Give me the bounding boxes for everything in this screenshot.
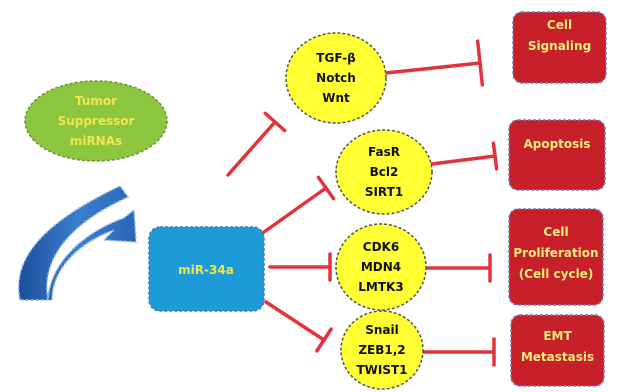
target-to-outcome-inhibition-2 — [430, 141, 499, 171]
hub-to-target-inhibition-2 — [262, 175, 336, 234]
target-to-outcome-inhibition-3 — [424, 253, 492, 283]
target-to-outcome-inhibition-4 — [421, 337, 496, 367]
outcome-label-2: Apoptosis — [523, 137, 590, 151]
mir34a-hub-node: miR-34a — [148, 226, 265, 312]
hub-to-target-inhibition-3 — [268, 252, 332, 282]
mir34a-label: miR-34a — [178, 263, 234, 277]
curved-arrow-icon — [18, 185, 137, 301]
target-to-outcome-inhibition-1 — [384, 39, 485, 87]
outcome-node-2: Apoptosis — [508, 119, 606, 191]
hub-to-target-inhibition-4 — [264, 300, 333, 353]
inhibition-edges — [226, 39, 499, 367]
hub-to-target-inhibition-1 — [226, 111, 287, 177]
